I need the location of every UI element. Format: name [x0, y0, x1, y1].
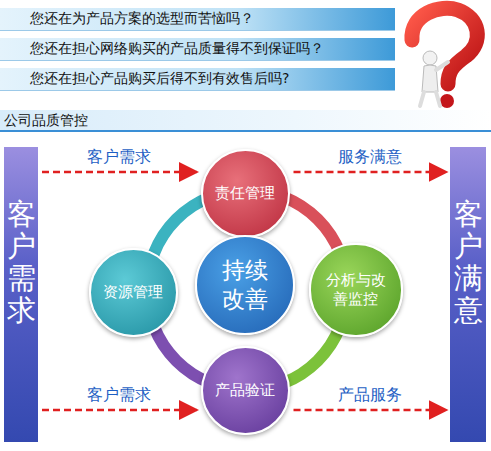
arrow-label: 产品服务 — [336, 385, 404, 406]
process-circle: 分析与改善监控 — [309, 243, 402, 336]
node-text: 客户需求 — [7, 199, 36, 327]
dashed-arrow — [42, 409, 197, 412]
question-banner: 您还在担心产品购买后得不到有效售后吗? — [0, 68, 395, 91]
question-banner: 您还在为产品方案的选型而苦恼吗？ — [0, 8, 395, 31]
center-circle: 持续改善 — [195, 235, 295, 335]
question-mark-figure — [412, 8, 477, 108]
section-label: 公司品质管控 — [4, 112, 88, 130]
node-text: 资源管理 — [103, 283, 163, 302]
arrow-label: 客户需求 — [85, 147, 153, 168]
node-text: 持续改善 — [221, 256, 269, 314]
side-bar: 客户需求 — [4, 147, 38, 442]
process-circle: 产品验证 — [201, 346, 290, 435]
dashed-arrow — [294, 409, 447, 412]
node-text: 您还在担心产品购买后得不到有效售后吗? — [30, 70, 289, 88]
node-text: 分析与改善监控 — [324, 271, 387, 309]
question-banner: 您还在担心网络购买的产品质量得不到保证吗？ — [0, 38, 395, 61]
dashed-arrow — [42, 171, 197, 174]
node-text: 客户满意 — [454, 199, 483, 327]
arrow-label: 服务满意 — [336, 147, 404, 168]
side-bar: 客户满意 — [450, 147, 486, 442]
node-text: 责任管理 — [215, 184, 275, 203]
dashed-arrow — [294, 171, 447, 174]
process-circle: 资源管理 — [89, 248, 178, 337]
arrow-label: 客户需求 — [85, 385, 153, 406]
node-text: 您还在担心网络购买的产品质量得不到保证吗？ — [30, 40, 324, 58]
node-text: 您还在为产品方案的选型而苦恼吗？ — [30, 10, 254, 28]
process-circle: 责任管理 — [201, 149, 290, 238]
node-text: 产品验证 — [215, 381, 275, 400]
